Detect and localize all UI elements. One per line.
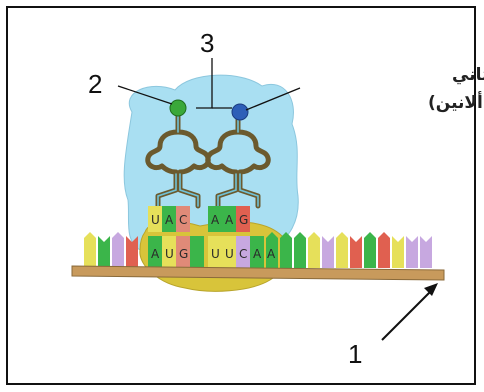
codon-base-2: U <box>165 247 174 261</box>
codon-base-3: G <box>179 247 188 261</box>
label-2-leader <box>117 85 173 105</box>
trna-1-inner <box>157 113 199 207</box>
amino-acid-2 <box>231 103 249 121</box>
label-3: 3 <box>200 28 214 58</box>
label-1-arrow-line <box>381 287 435 341</box>
amino-label-leader <box>245 87 301 111</box>
label-2: 2 <box>88 69 102 99</box>
codon-base-4: U <box>211 247 220 261</box>
label-1: 1 <box>348 339 362 369</box>
codon-base-7: A <box>253 247 262 261</box>
anticodon-base-3: C <box>179 213 187 227</box>
codon-base-8: A <box>267 247 276 261</box>
mrna-bases <box>84 232 432 268</box>
codon-base-5: U <box>225 247 234 261</box>
anticodon-base-5: A <box>225 213 234 227</box>
anticodon-row <box>148 206 250 232</box>
label-1-arrow-head <box>424 283 438 296</box>
anticodon-base-1: U <box>151 213 160 227</box>
amino-acid-label-line2: (فينيل ألانين) <box>428 91 484 113</box>
codon-base-6: C <box>239 247 247 261</box>
codon-base-1: A <box>151 247 160 261</box>
anticodon-base-4: A <box>211 213 220 227</box>
amino-acid-label-line1: الحمض الأميني الثاني <box>452 64 484 85</box>
mrna-strand <box>71 265 445 281</box>
anticodon-base-2: A <box>165 213 174 227</box>
anticodon-base-6: G <box>239 213 248 227</box>
amino-acid-1 <box>169 99 187 117</box>
